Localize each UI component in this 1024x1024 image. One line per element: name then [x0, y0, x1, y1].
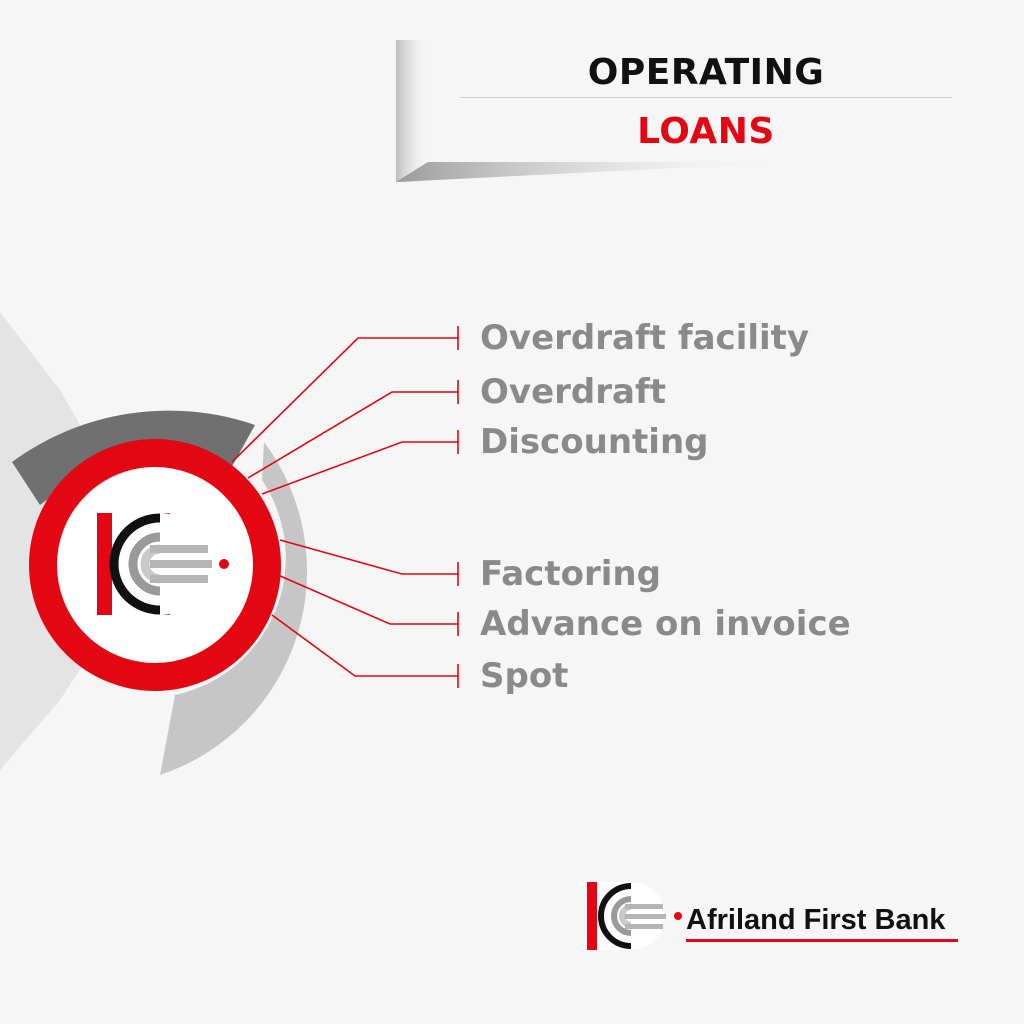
connector-discounting	[261, 441, 458, 495]
page-subtitle: LOANS	[637, 111, 775, 152]
connector-overdraft	[247, 391, 458, 479]
light-arc	[160, 442, 308, 775]
connector-spot	[271, 614, 458, 677]
item-factoring: Factoring	[480, 554, 661, 594]
connector-factoring	[279, 539, 458, 575]
brand-underline	[686, 939, 958, 942]
page-title: OPERATING	[587, 52, 825, 93]
item-overdraft-facility: Overdraft facility	[480, 318, 810, 358]
brand-name: Afriland First Bank	[686, 904, 946, 936]
connector-advance	[277, 574, 458, 625]
brand-logo-icon	[587, 882, 682, 950]
connector-lines	[231, 337, 458, 677]
item-spot: Spot	[480, 656, 569, 696]
header-card	[428, 40, 1024, 162]
header-shadow-bottom	[396, 162, 796, 182]
center-logo-icon	[97, 513, 229, 615]
header-shadow-left	[396, 40, 430, 182]
item-discounting: Discounting	[480, 422, 709, 462]
header-divider	[460, 97, 952, 98]
connector-overdraft-facility	[231, 337, 458, 463]
item-overdraft: Overdraft	[480, 372, 666, 412]
item-advance-on-invoice: Advance on invoice	[480, 604, 851, 644]
